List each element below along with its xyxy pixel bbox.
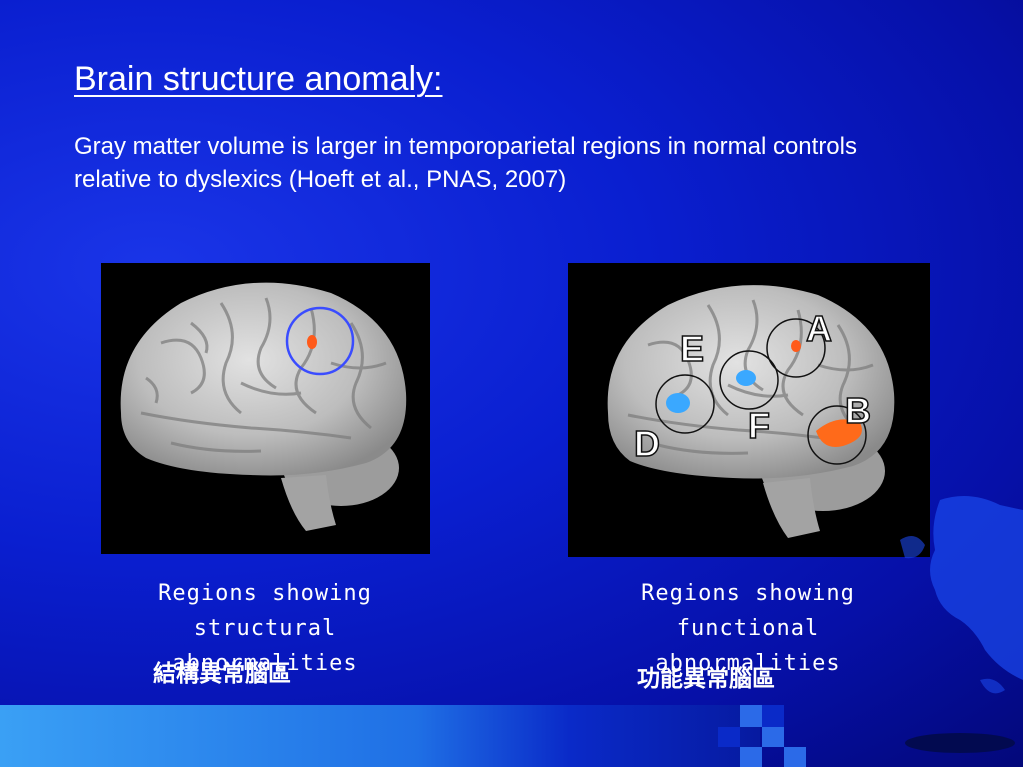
structural-caption-line1: Regions showing bbox=[158, 581, 372, 606]
functional-caption-line2: functional bbox=[676, 616, 820, 641]
structural-caption-line2: structural bbox=[193, 616, 337, 641]
structural-caption: Regions showing structural abnormalities bbox=[115, 576, 415, 681]
structural-caption-line3: abnormalities bbox=[172, 651, 358, 676]
region-label-e: E bbox=[680, 328, 704, 369]
world-map-decoration bbox=[900, 496, 1023, 694]
region-label-b: B bbox=[845, 390, 871, 431]
region-label-f: F bbox=[748, 405, 770, 446]
structural-region-circle bbox=[285, 306, 355, 376]
structural-brain-image bbox=[101, 263, 430, 554]
functional-caption: Regions showing functional abnormalities bbox=[598, 576, 898, 681]
functional-brain-image: A B D E F bbox=[568, 263, 930, 557]
functional-caption-line3: abnormalities bbox=[655, 651, 841, 676]
slide-body-text: Gray matter volume is larger in temporop… bbox=[74, 133, 857, 193]
region-d-circle bbox=[655, 374, 715, 434]
slide-title: Brain structure anomaly: bbox=[74, 60, 443, 98]
region-a-circle bbox=[766, 318, 826, 378]
region-label-d: D bbox=[634, 423, 660, 464]
region-b-circle bbox=[807, 405, 867, 465]
functional-caption-line1: Regions showing bbox=[641, 581, 855, 606]
region-f-circle bbox=[719, 350, 779, 410]
region-label-a: A bbox=[806, 308, 832, 349]
structural-cjk-label: 結構異常腦區 bbox=[153, 661, 291, 687]
functional-cjk-label: 功能異常腦區 bbox=[637, 666, 775, 692]
footer-decoration bbox=[0, 705, 1015, 767]
